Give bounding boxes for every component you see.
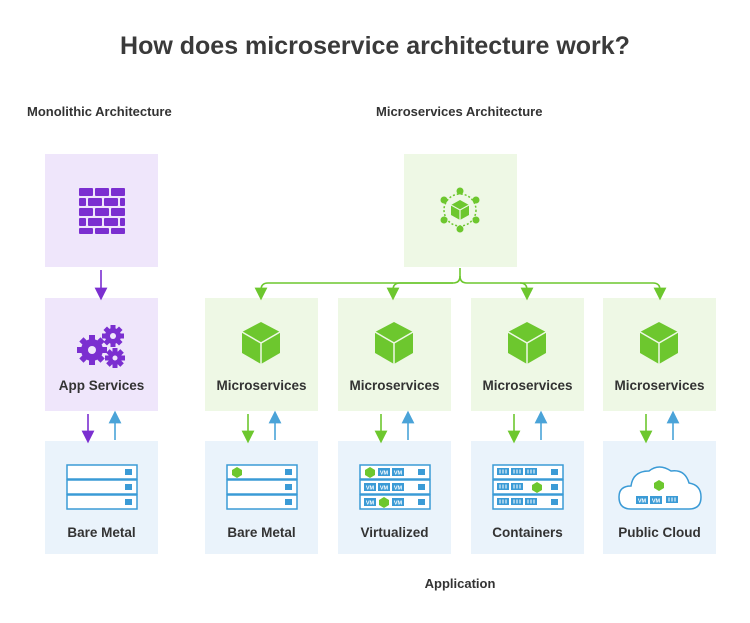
microservices-label: Microservices [482,378,573,393]
microservices-box: Microservices [603,298,716,411]
svg-text:VM: VM [394,486,403,492]
infrastructure-box: Bare Metal [205,441,318,554]
application-label: Application [424,576,496,591]
svg-text:VM: VM [652,499,661,505]
monolith-infra-box: Bare Metal [45,441,158,554]
cube-icon [241,322,281,364]
monolith-box [45,154,158,267]
svg-text:VM: VM [394,471,403,477]
svg-text:VM: VM [380,471,389,477]
infrastructure-box: VM VM Public Cloud [603,441,716,554]
monolith-infra-label: Bare Metal [67,525,136,540]
microservices-label: Microservices [349,378,440,393]
infrastructure-label: Containers [492,525,563,540]
app-services-box: App Services [45,298,158,411]
microservices-network-icon [440,187,480,233]
microservices-hub-box [404,154,517,267]
microservices-box: Microservices [471,298,584,411]
virtual-machines-icon: VM VM VM VM VM VM VM [359,464,431,510]
svg-text:VM: VM [394,501,403,507]
microservices-label: Microservices [216,378,307,393]
svg-text:VM: VM [380,486,389,492]
brick-wall-icon [79,188,125,234]
infrastructure-label: Public Cloud [618,525,701,540]
microservices-box: Microservices [338,298,451,411]
server-rack-icon [226,464,298,510]
svg-text:VM: VM [366,486,375,492]
infrastructure-label: Bare Metal [227,525,296,540]
svg-text:VM: VM [638,499,647,505]
monolithic-section-label: Monolithic Architecture [27,104,172,119]
hub-branch-lines [254,268,667,301]
microservices-label: Microservices [614,378,705,393]
microservices-section-label: Microservices Architecture [376,104,543,119]
server-rack-icon [66,464,138,510]
cube-icon [639,322,679,364]
infrastructure-label: Virtualized [360,525,429,540]
gears-icon [77,325,125,368]
cube-icon [374,322,414,364]
cloud-icon: VM VM [618,466,702,510]
app-services-label: App Services [58,378,145,393]
containers-icon [492,464,564,510]
infrastructure-box: VM VM VM VM VM VM VM Virtualized [338,441,451,554]
cube-icon [507,322,547,364]
svg-text:VM: VM [366,501,375,507]
infrastructure-box: Containers [471,441,584,554]
microservices-box: Microservices [205,298,318,411]
page-title: How does microservice architecture work? [120,32,630,60]
